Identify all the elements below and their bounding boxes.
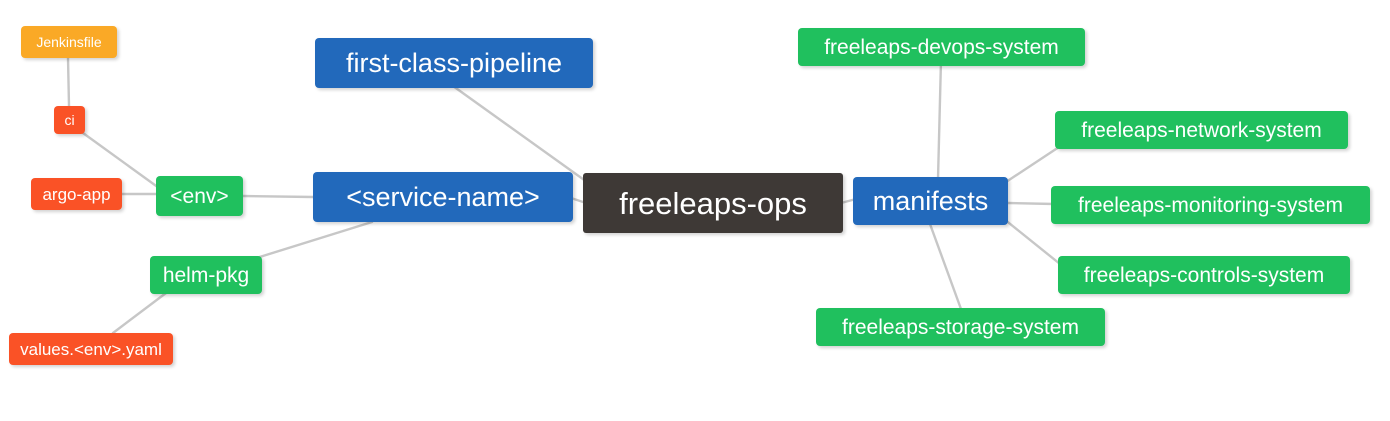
- node-label: values.<env>.yaml: [20, 339, 162, 359]
- node-service-name[interactable]: <service-name>: [313, 172, 573, 222]
- node-freeleaps-devops-system[interactable]: freeleaps-devops-system: [798, 28, 1085, 66]
- node-argo-app[interactable]: argo-app: [31, 178, 122, 210]
- node-label: freeleaps-ops: [619, 185, 807, 221]
- node-label: helm-pkg: [162, 263, 250, 287]
- node-values-yaml[interactable]: values.<env>.yaml: [9, 333, 173, 365]
- edge-ci-jenkinsfile: [66, 56, 71, 108]
- node-label: freeleaps-devops-system: [824, 35, 1059, 59]
- edge-helm-pkg-values-yaml: [111, 291, 168, 335]
- edge-manifests-storage-system: [928, 222, 963, 311]
- edge-manifests-monitoring-system: [1006, 201, 1056, 206]
- node-freeleaps-controls-system[interactable]: freeleaps-controls-system: [1058, 256, 1350, 294]
- node-label: freeleaps-controls-system: [1083, 263, 1325, 287]
- edge-service-name-env: [241, 194, 315, 199]
- node-env[interactable]: <env>: [156, 176, 243, 216]
- edge-service-name-helm-pkg: [248, 220, 374, 262]
- node-freeleaps-network-system[interactable]: freeleaps-network-system: [1055, 111, 1348, 149]
- node-label: manifests: [872, 185, 989, 216]
- node-label: freeleaps-monitoring-system: [1078, 193, 1343, 217]
- node-label: ci: [64, 112, 75, 128]
- node-freeleaps-monitoring-system[interactable]: freeleaps-monitoring-system: [1051, 186, 1370, 224]
- node-label: freeleaps-storage-system: [842, 315, 1079, 339]
- node-jenkinsfile[interactable]: Jenkinsfile: [21, 26, 117, 58]
- node-freeleaps-ops[interactable]: freeleaps-ops: [583, 173, 843, 233]
- node-label: freeleaps-network-system: [1081, 118, 1322, 142]
- node-label: Jenkinsfile: [36, 34, 102, 50]
- node-label: argo-app: [42, 184, 111, 204]
- node-label: first-class-pipeline: [345, 47, 563, 78]
- edge-manifests-controls-system: [1002, 217, 1062, 266]
- node-freeleaps-storage-system[interactable]: freeleaps-storage-system: [816, 308, 1105, 346]
- node-first-class-pipeline[interactable]: first-class-pipeline: [315, 38, 593, 88]
- node-label: <service-name>: [346, 181, 540, 212]
- node-helm-pkg[interactable]: helm-pkg: [150, 256, 262, 294]
- node-manifests[interactable]: manifests: [853, 177, 1008, 225]
- node-ci[interactable]: ci: [54, 106, 85, 134]
- node-label: <env>: [170, 184, 229, 208]
- edge-manifests-devops-system: [936, 58, 943, 181]
- edge-manifests-network-system: [1004, 145, 1061, 184]
